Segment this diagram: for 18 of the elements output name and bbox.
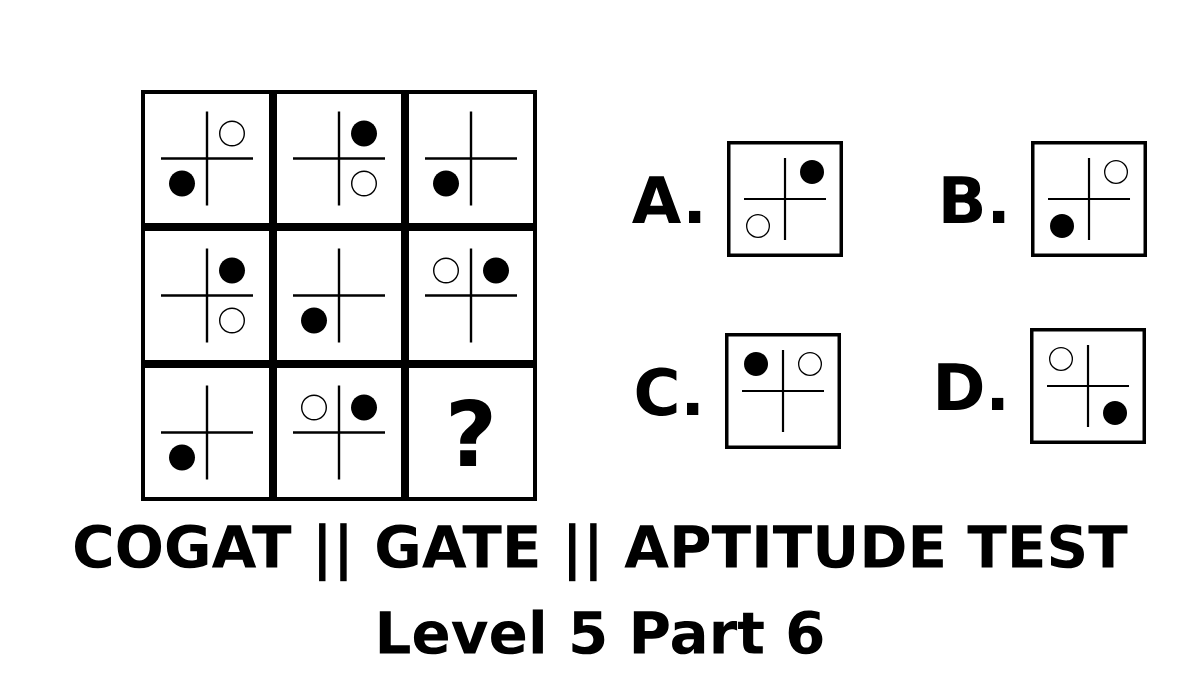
option-box bbox=[725, 333, 841, 449]
grid-cell: ? bbox=[405, 364, 537, 501]
option-letter: B. bbox=[943, 176, 1005, 223]
option-letter: C. bbox=[636, 367, 699, 416]
option-letter: A. bbox=[632, 176, 701, 223]
option-box bbox=[1031, 141, 1147, 257]
grid-cell bbox=[273, 90, 405, 227]
grid-cell bbox=[141, 364, 273, 501]
grid-cell bbox=[141, 90, 273, 227]
option-box bbox=[1030, 328, 1146, 444]
grid-cell bbox=[405, 227, 537, 364]
option-box bbox=[727, 141, 843, 257]
option-letter: D. bbox=[938, 363, 1004, 410]
grid-cell bbox=[141, 227, 273, 364]
title: COGAT || GATE || APTITUDE TEST Level 5 Part 6 bbox=[75, 523, 1128, 655]
grid-cell bbox=[273, 227, 405, 364]
grid-cell bbox=[405, 90, 537, 227]
grid-cell bbox=[273, 364, 405, 501]
